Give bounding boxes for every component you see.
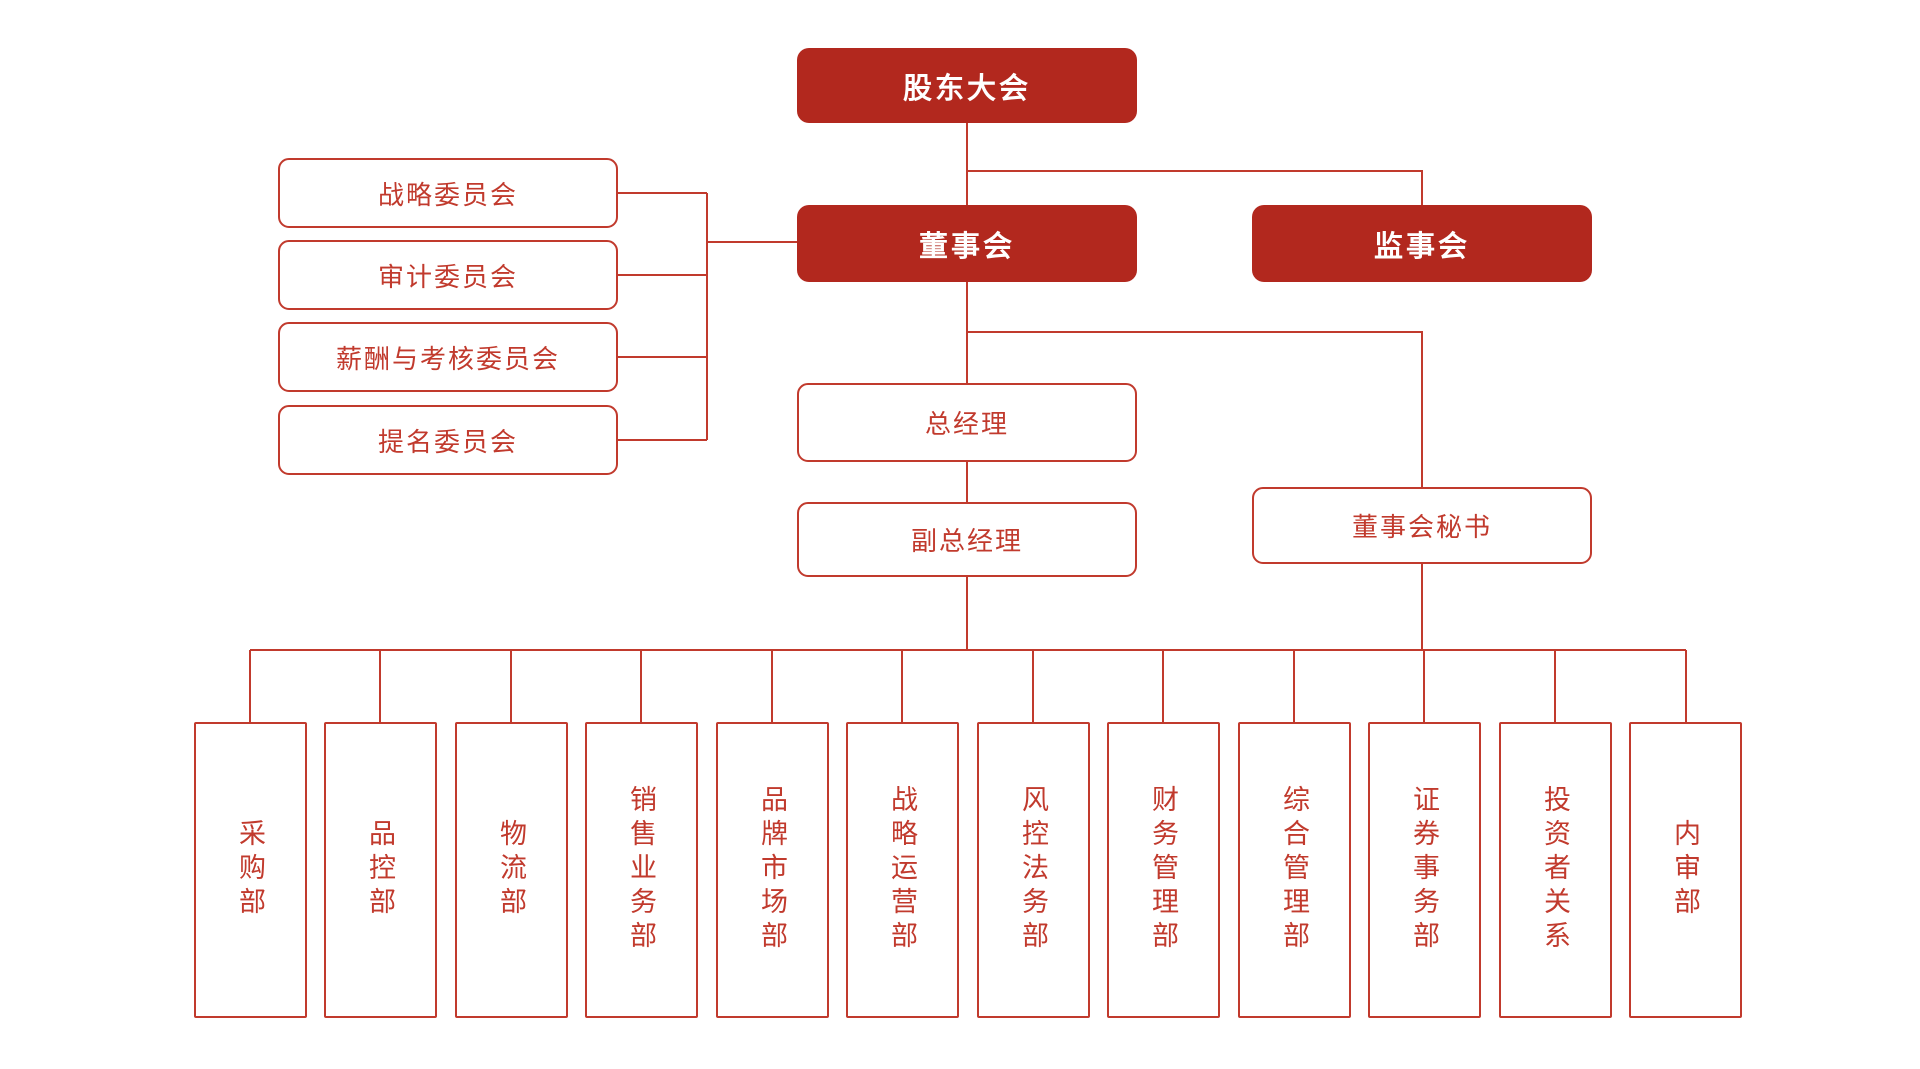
node-strategy-committee: 战略委员会	[278, 158, 618, 228]
department-node: 物流部	[455, 722, 568, 1018]
department-label: 证券事务部	[1409, 785, 1439, 955]
node-nomination-committee: 提名委员会	[278, 405, 618, 475]
department-node: 财务管理部	[1107, 722, 1220, 1018]
department-node: 内审部	[1629, 722, 1742, 1018]
department-label: 采购部	[235, 819, 265, 921]
department-label: 内审部	[1670, 819, 1700, 921]
node-board-secretary: 董事会秘书	[1252, 487, 1592, 564]
department-node: 品牌市场部	[716, 722, 829, 1018]
node-audit-committee: 审计委员会	[278, 240, 618, 310]
department-node: 综合管理部	[1238, 722, 1351, 1018]
department-node: 风控法务部	[977, 722, 1090, 1018]
node-supervisory-board: 监事会	[1252, 205, 1592, 282]
department-label: 品牌市场部	[757, 785, 787, 955]
department-node: 品控部	[324, 722, 437, 1018]
node-board-of-directors: 董事会	[797, 205, 1137, 282]
department-node: 投资者关系	[1499, 722, 1612, 1018]
department-label: 财务管理部	[1148, 785, 1178, 955]
department-label: 综合管理部	[1279, 785, 1309, 955]
department-label: 物流部	[496, 819, 526, 921]
node-compensation-committee: 薪酬与考核委员会	[278, 322, 618, 392]
department-node: 采购部	[194, 722, 307, 1018]
department-label: 投资者关系	[1540, 785, 1570, 955]
department-label: 销售业务部	[626, 785, 656, 955]
department-node: 证券事务部	[1368, 722, 1481, 1018]
department-label: 战略运营部	[887, 785, 917, 955]
department-node: 销售业务部	[585, 722, 698, 1018]
department-label: 品控部	[365, 819, 395, 921]
department-label: 风控法务部	[1018, 785, 1048, 955]
node-general-manager: 总经理	[797, 383, 1137, 462]
node-shareholders-meeting: 股东大会	[797, 48, 1137, 123]
node-deputy-general-manager: 副总经理	[797, 502, 1137, 577]
department-node: 战略运营部	[846, 722, 959, 1018]
